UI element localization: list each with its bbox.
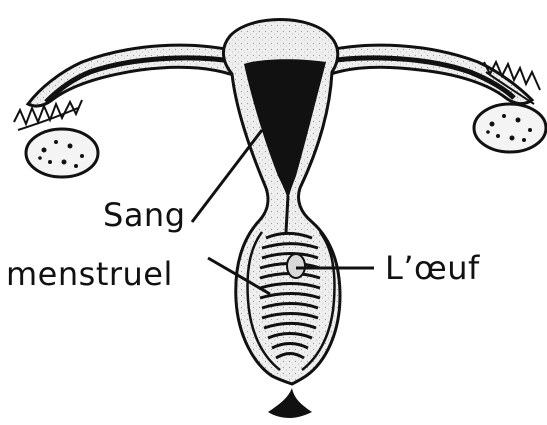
left-fimbriae <box>14 100 82 130</box>
leader-line-sang <box>192 130 262 222</box>
egg-cell <box>287 254 305 278</box>
left-fallopian-tube <box>28 45 246 106</box>
cervical-canal <box>286 196 288 232</box>
label-oeuf: L’œuf <box>385 252 480 284</box>
blood-drop <box>268 388 312 418</box>
right-fallopian-tube <box>316 45 532 103</box>
label-menstruel: menstruel <box>6 258 173 290</box>
left-ovary <box>26 129 98 177</box>
right-ovary <box>474 104 546 152</box>
label-sang: Sang <box>103 199 186 231</box>
